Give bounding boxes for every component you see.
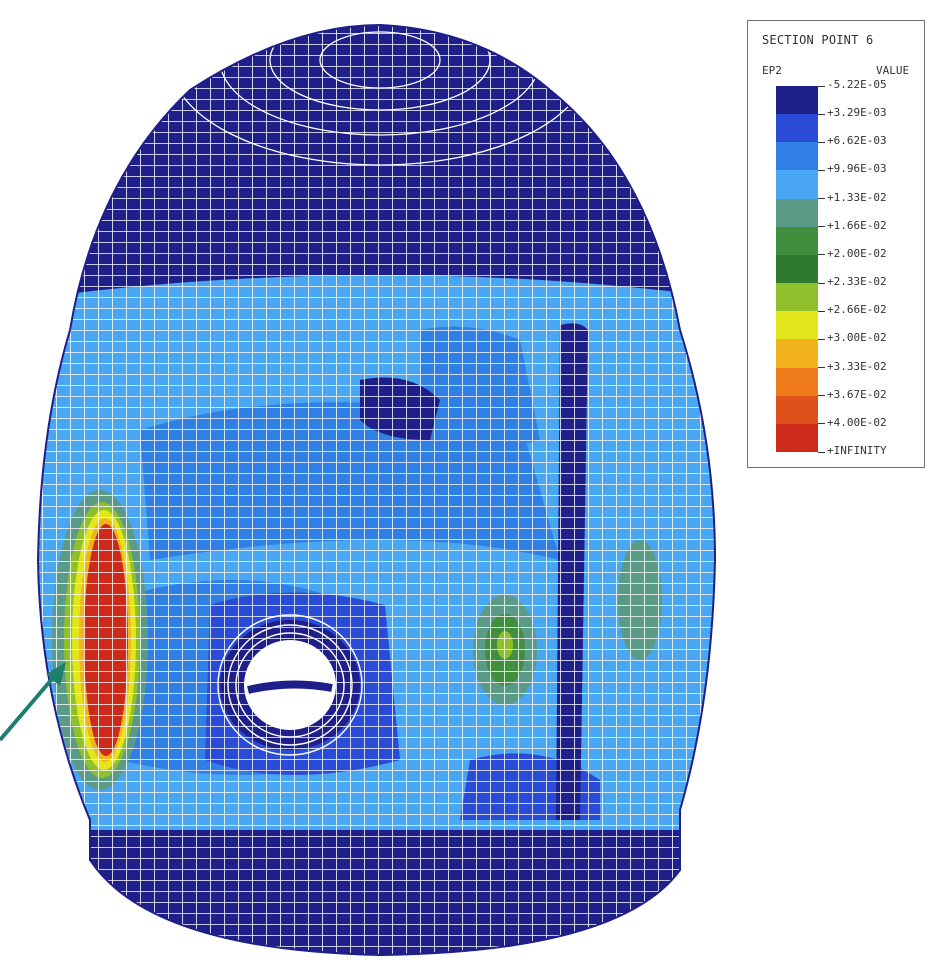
legend-tick-mark	[818, 282, 825, 284]
legend-tick-mark	[818, 395, 825, 397]
legend-tick-mark	[818, 367, 825, 369]
fe-mesh-radial-opening	[217, 614, 363, 756]
legend-tick-mark	[818, 198, 825, 200]
legend-tick-mark	[818, 141, 825, 143]
legend-swatch	[776, 339, 818, 369]
legend-tick-mark	[818, 169, 825, 171]
legend-swatch	[776, 86, 818, 115]
legend-tick-labels: -5.22E-05 +3.29E-03 +6.62E-03 +9.96E-03 +1.3…	[818, 78, 922, 457]
legend-tick-label: +2.33E-02	[827, 275, 887, 289]
contour-legend: SECTION POINT 6 EP2 VALUE -5.22E-05 +3.29…	[747, 20, 925, 468]
legend-swatch	[776, 254, 818, 284]
legend-tick-label: +2.66E-02	[827, 303, 887, 317]
legend-swatch	[776, 311, 818, 340]
legend-swatch	[776, 198, 818, 228]
legend-tick-mark	[818, 451, 825, 453]
annotation-arrow-head	[46, 662, 66, 686]
legend-tick-label: +3.29E-03	[827, 106, 887, 120]
legend-swatch	[776, 283, 818, 312]
legend-tick-mark	[818, 310, 825, 312]
legend-tick-label: +INFINITY	[827, 444, 887, 457]
legend-swatch	[776, 170, 818, 200]
fe-mesh-grid	[38, 25, 715, 955]
legend-tick-label: +1.66E-02	[827, 218, 887, 232]
legend-swatch	[776, 423, 818, 453]
legend-swatch	[776, 142, 818, 171]
dome-shell	[38, 25, 715, 955]
legend-tick-label: +1.33E-02	[827, 190, 887, 204]
legend-tick-mark	[818, 338, 825, 340]
legend-tick-label: +4.00E-02	[827, 415, 887, 429]
legend-tick-mark	[818, 226, 825, 228]
legend-tick-label: +3.33E-02	[827, 359, 887, 373]
opening-hole-inner-edge	[247, 680, 333, 694]
legend-tick-label: +9.96E-03	[827, 162, 887, 176]
legend-tick-label: +6.62E-03	[827, 134, 887, 148]
legend-swatch	[776, 226, 818, 256]
legend-title: SECTION POINT 6	[762, 33, 874, 47]
legend-value-header: VALUE	[876, 64, 910, 77]
legend-tick-mark	[818, 254, 825, 256]
legend-swatch	[776, 395, 818, 425]
dome-outline	[36, 23, 717, 957]
legend-tick-mark	[818, 423, 825, 425]
legend-tick-label: +2.00E-02	[827, 246, 887, 260]
legend-swatch	[776, 367, 818, 397]
annotation-arrow-shaft	[0, 670, 60, 742]
legend-variable: EP2	[762, 64, 782, 77]
legend-tick-label: +3.67E-02	[827, 387, 887, 401]
legend-tick-label: -5.22E-05	[827, 78, 887, 91]
legend-swatch	[776, 114, 818, 143]
legend-tick-mark	[818, 113, 825, 115]
legend-color-bar	[776, 86, 818, 453]
legend-tick-label: +3.00E-02	[827, 331, 887, 345]
legend-tick-mark	[818, 85, 825, 87]
